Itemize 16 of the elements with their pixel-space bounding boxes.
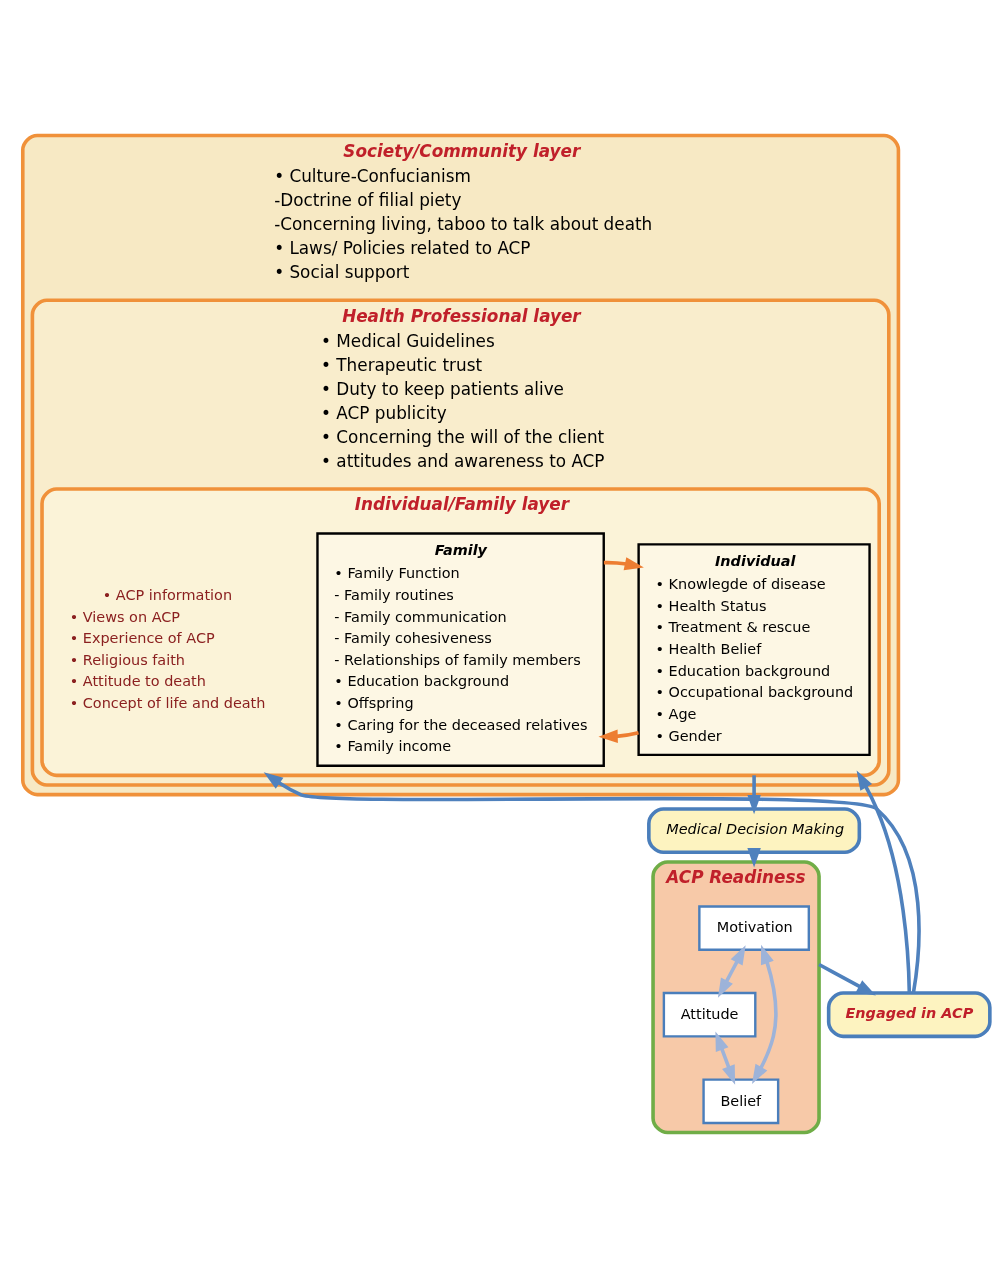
- arrow: [717, 945, 746, 998]
- node-box: Family • Family Function - Family routines - Family communication - Family cohesiveness - Relationships of family members • Education background • Offspring • Caring for the deceased relatives • Family income: [316, 532, 605, 767]
- arrow: [263, 772, 921, 994]
- arrow: [752, 944, 778, 1085]
- arrow: [598, 729, 639, 744]
- node-box: Motivation: [698, 905, 811, 951]
- arrow: [603, 557, 644, 571]
- node-box: Engaged in ACP: [826, 991, 992, 1039]
- arrow: [818, 962, 876, 996]
- node-text: • ACP information • Views on ACP • Experience of ACP • Religious faith • Attitude to death • Concept of life and death: [69, 586, 266, 712]
- node-box: Belief: [702, 1078, 780, 1125]
- arrow: [856, 770, 912, 993]
- node-box: Attitude: [662, 991, 757, 1038]
- arrow: [715, 1031, 736, 1085]
- arrow: [747, 848, 761, 868]
- node-box: Individual • Knowlegde of disease • Health Status • Treatment & rescue • Health Belief • Education background • Occupational background • Age • Gender: [637, 543, 871, 757]
